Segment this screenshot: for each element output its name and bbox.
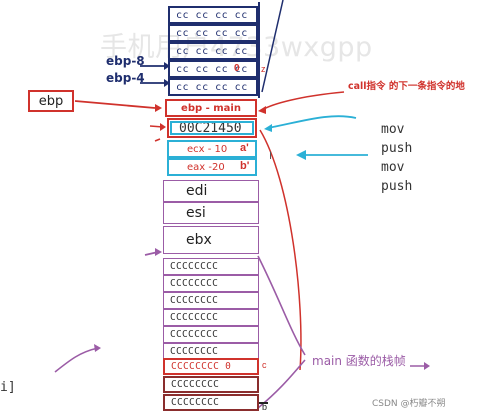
stack-cell-bottom: CCCCCCCC (163, 376, 259, 393)
stack-cell-ccc: CCCCCCCC (163, 292, 259, 309)
credit-text: CSDN @朽瓣不朔 (372, 399, 446, 409)
mark-c: c (262, 360, 267, 370)
asm-instruction: push (381, 141, 413, 156)
stack-frame-label: main 函数的栈帧 (312, 354, 406, 368)
stack-cell-cc: cc cc cc cc (168, 78, 258, 96)
stack-cell-ccc: CCCCCCCC (163, 309, 259, 326)
mark-b: b' (240, 160, 250, 172)
stack-cell-ccc: CCCCCCCC (163, 275, 259, 292)
stack-cell-ebx: ebx (163, 226, 259, 254)
stack-cell-return-address: 00C21450 (167, 118, 257, 138)
stack-cell-eax: eax -20 (167, 158, 257, 176)
stack-cell-c: CCCCCCCC 0 (163, 358, 259, 375)
ebp-register-box: ebp (28, 90, 74, 112)
stack-cell-bottom: CCCCCCCC (163, 394, 259, 411)
cursor-mark: I (269, 150, 273, 162)
stack-cell-cc: cc cc cc cc (168, 60, 258, 78)
stack-cell-edi: edi (163, 180, 259, 202)
stack-cell-cc: cc cc cc cc (168, 24, 258, 42)
mark-a: a' (240, 142, 249, 154)
stack-cell-ccc: CCCCCCCC (163, 258, 259, 275)
stack-cell-cc: cc cc cc cc (168, 42, 258, 60)
ebp-minus-4-label: ebp-4 (106, 71, 145, 85)
asm-instruction: push (381, 179, 413, 194)
mark-bottom-b: b (262, 402, 268, 412)
stack-cell-ccc: CCCCCCCC (163, 326, 259, 343)
watermark: 手机用户4733wxgpp (100, 32, 373, 63)
stack-cell-cc: cc cc cc cc (168, 6, 258, 24)
top-cell-mark-z: z (261, 64, 266, 74)
asm-instruction: mov (381, 122, 405, 137)
stack-cell-esi: esi (163, 202, 259, 224)
left-code-fragment: i] (0, 380, 16, 395)
top-cell-mark-0: 0 (234, 63, 240, 74)
stack-cell-saved-ebp: ebp - main (165, 99, 257, 117)
stack-cell-ecx: ecx - 10 (167, 140, 257, 158)
asm-instruction: mov (381, 160, 405, 175)
call-annotation: call指令 的下一条指令的地 (348, 81, 465, 92)
ebp-minus-8-label: ebp-8 (106, 54, 145, 68)
